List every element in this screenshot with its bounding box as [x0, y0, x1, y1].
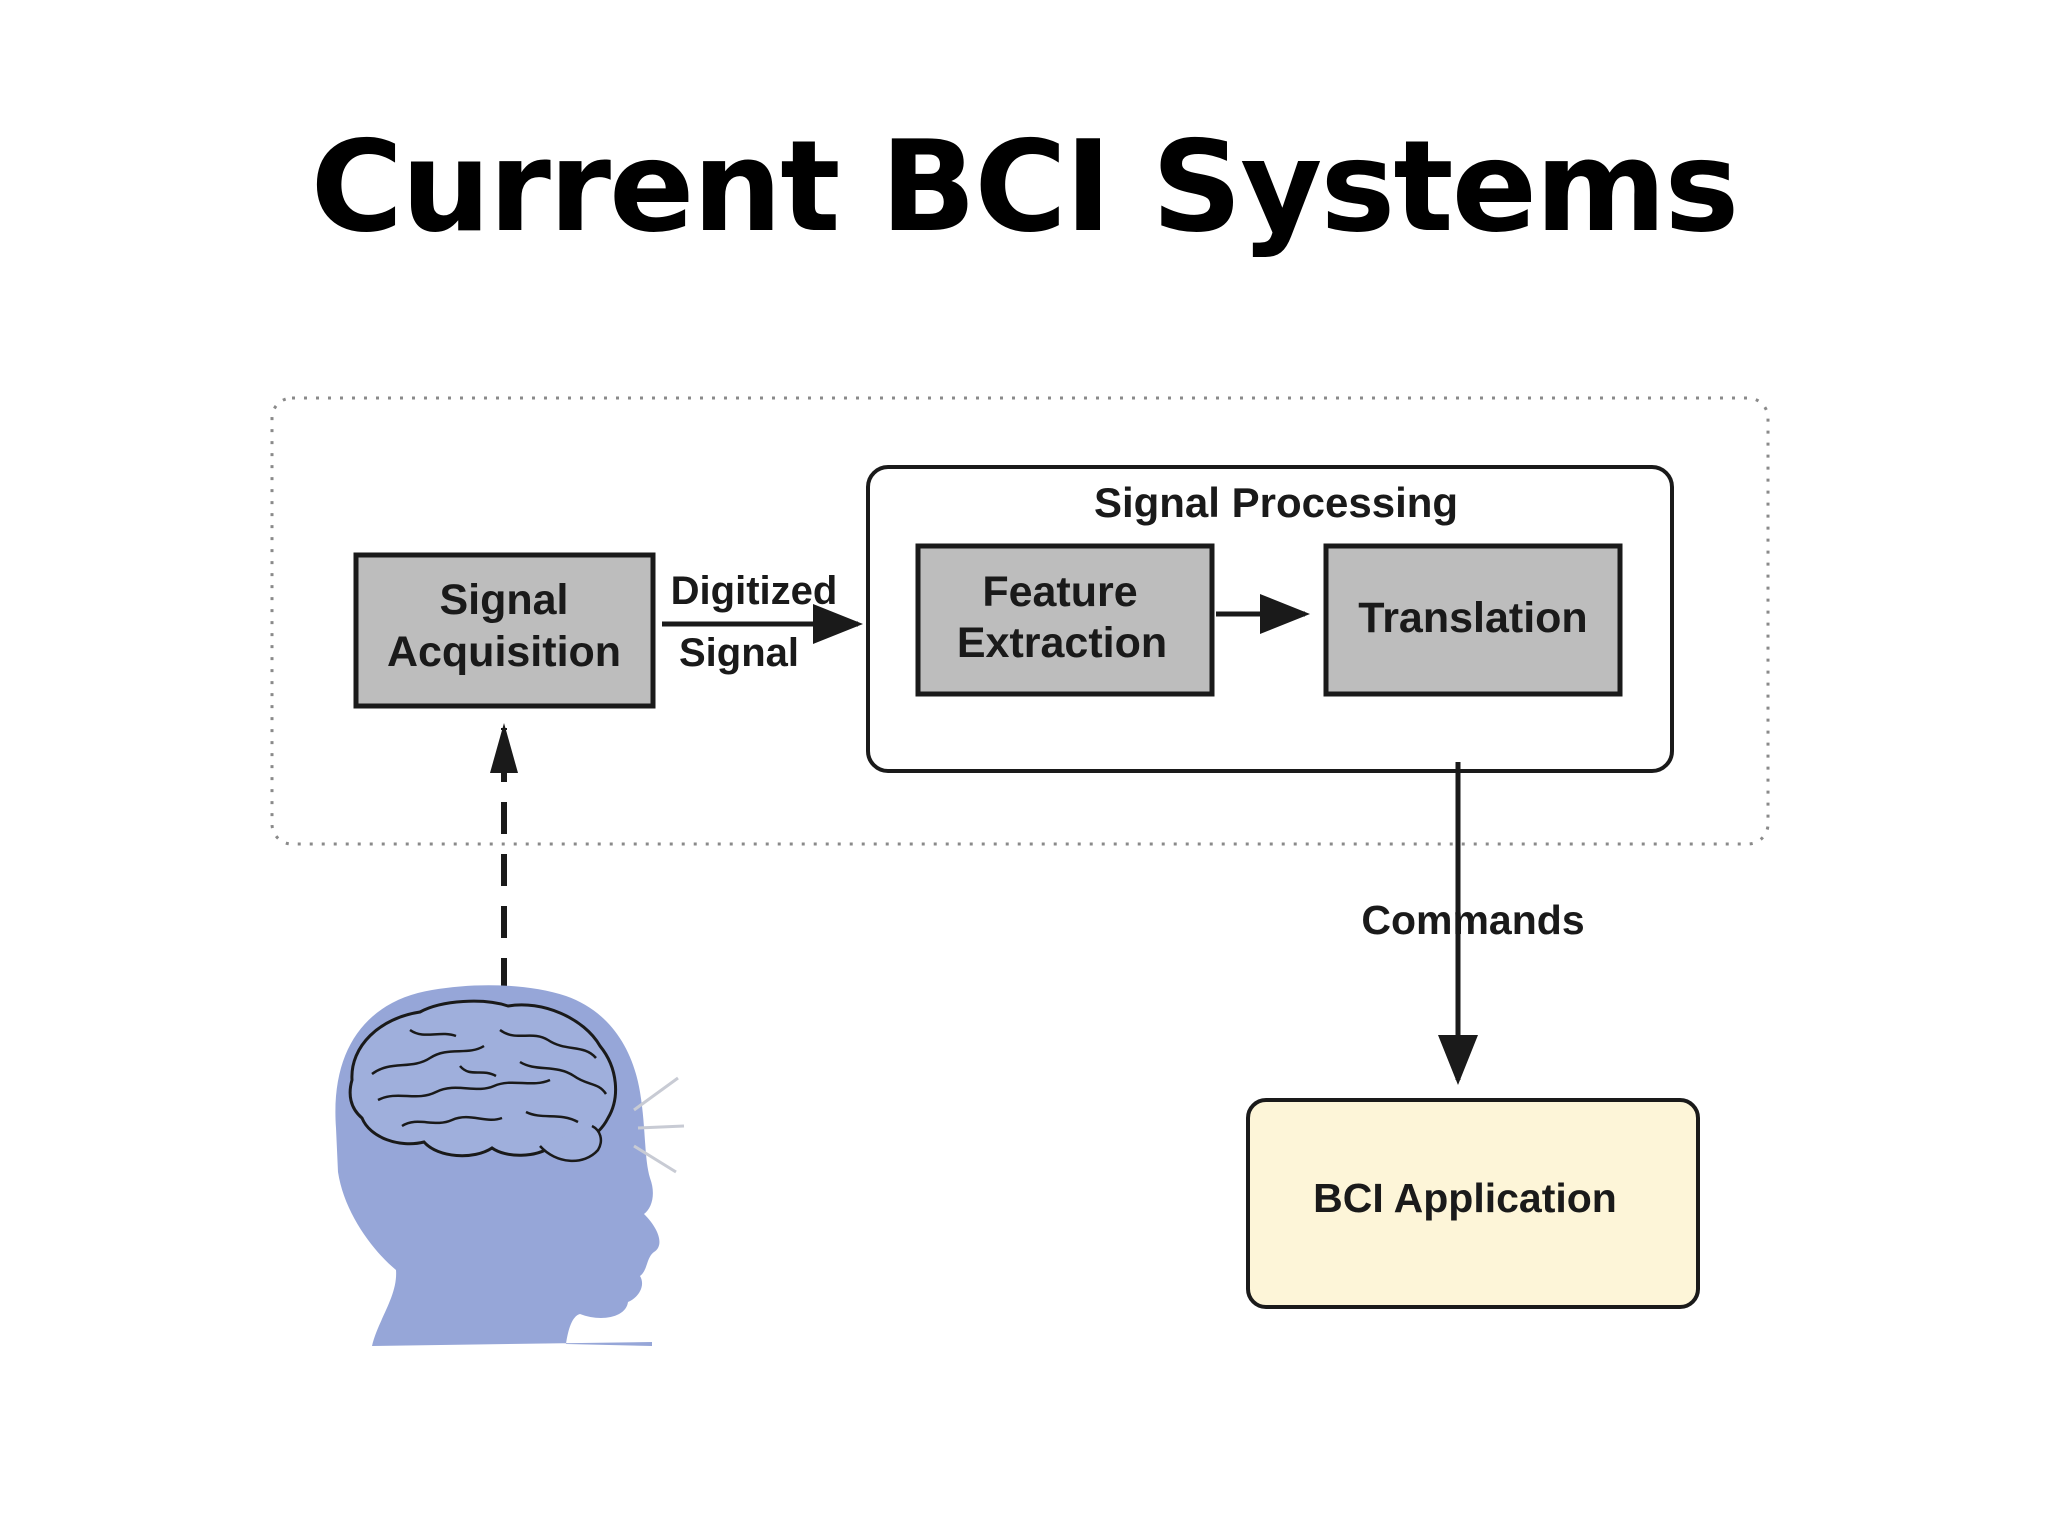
- bci-application-label: BCI Application: [1313, 1175, 1617, 1221]
- signal-processing-label: Signal Processing: [1094, 479, 1458, 526]
- digitized-label: Digitized: [671, 569, 838, 613]
- translation-label: Translation: [1358, 594, 1587, 642]
- system-boundary: [270, 396, 1770, 846]
- bci-application-block: BCI Application: [1246, 1098, 1700, 1309]
- feature-extraction-label-2: Extraction: [957, 619, 1167, 667]
- signal-acquisition-label-2: Acquisition: [387, 628, 621, 676]
- brain-head-icon: [335, 985, 685, 1346]
- brain-signal-arrowhead: [490, 723, 518, 773]
- signal-acquisition-block: Signal Acquisition: [353, 552, 656, 709]
- signal-acquisition-label-1: Signal: [439, 576, 568, 624]
- signal-label: Signal: [679, 631, 799, 675]
- slide-title: Current BCI Systems: [310, 113, 1740, 260]
- commands-label: Commands: [1361, 897, 1584, 943]
- feature-extraction-label-1: Feature: [982, 568, 1137, 616]
- feature-extraction-block: Feature Extraction: [915, 543, 1215, 697]
- translation-block: Translation: [1323, 543, 1623, 697]
